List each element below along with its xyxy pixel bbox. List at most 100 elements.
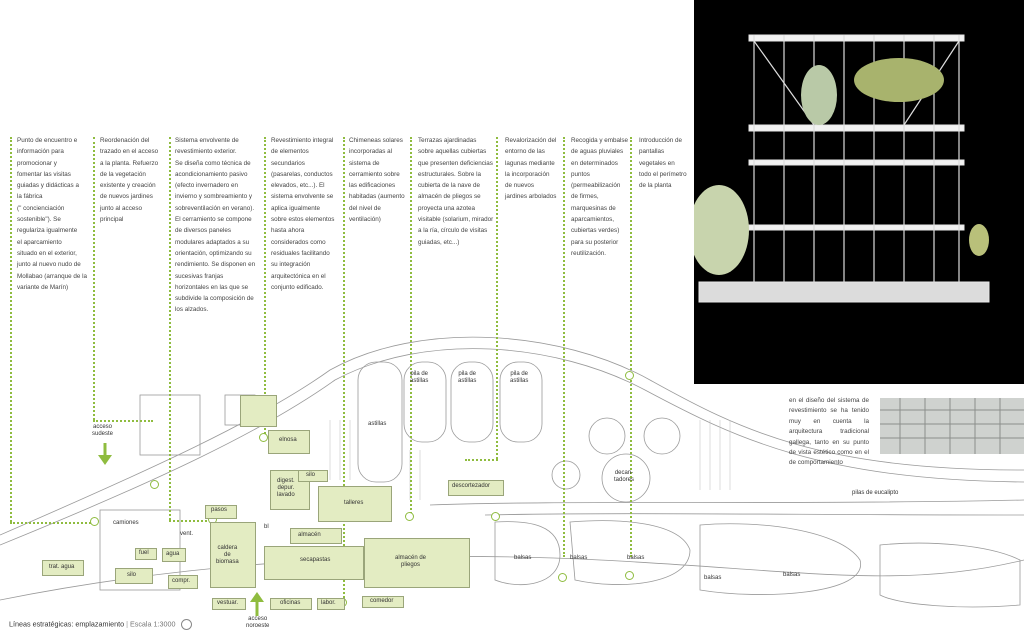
leader-line-1b bbox=[10, 522, 95, 524]
strategy-text-6: Terrazas ajardinadas sobre aquellas cubi… bbox=[418, 137, 494, 246]
label-comedor: comedor bbox=[370, 598, 394, 604]
building-comedor bbox=[362, 596, 404, 608]
strategy-column-9: Introducción de pantallas vegetales en t… bbox=[639, 135, 694, 191]
label-bl: bl bbox=[264, 524, 269, 530]
strategy-text-4: Revestimiento integral de elementos secu… bbox=[271, 137, 335, 291]
leader-line-5 bbox=[343, 137, 345, 602]
strategy-column-1: Punto de encuentro e información para pr… bbox=[17, 135, 92, 293]
building-misc bbox=[240, 395, 277, 427]
building-trat-agua bbox=[42, 560, 84, 576]
building-secapastas bbox=[264, 546, 364, 580]
label-balsas-2: balsas bbox=[570, 555, 588, 561]
strategy-text-7: Revalorización del entorno de las laguna… bbox=[505, 137, 557, 201]
building-oficinas bbox=[270, 598, 312, 610]
label-silo-low: silo bbox=[127, 572, 137, 578]
marker-1 bbox=[90, 517, 99, 526]
label-vestuar: vestuar. bbox=[217, 600, 239, 606]
footer-scale: Escala 1:3000 bbox=[129, 619, 176, 629]
strategy-column-7: Revalorización del entorno de las laguna… bbox=[505, 135, 565, 203]
footer-separator: | bbox=[126, 619, 130, 629]
footer-title: Líneas estratégicas: emplazamiento bbox=[9, 619, 125, 629]
building-almacen bbox=[290, 528, 342, 544]
strategy-column-6: Terrazas ajardinadas sobre aquellas cubi… bbox=[418, 135, 503, 248]
leader-line-4 bbox=[264, 137, 266, 437]
label-digest: digest. depur. lavado bbox=[277, 478, 295, 498]
label-oficinas: oficinas bbox=[280, 600, 301, 606]
label-compr: compr. bbox=[172, 578, 191, 584]
label-agua: agua bbox=[166, 551, 180, 557]
leader-line-2b bbox=[93, 420, 153, 422]
building-labor bbox=[317, 598, 345, 610]
label-silo-top: silo bbox=[306, 472, 316, 478]
label-almacen-pliegos: almacén de pliegos bbox=[395, 555, 427, 568]
strategy-text-8: Recogida y embalse de aguas pluviales en… bbox=[571, 137, 629, 257]
label-labor: labor. bbox=[321, 600, 336, 606]
label-descortezador: descortezador bbox=[452, 483, 491, 489]
strategy-text-2: Reordenación del trazado en el acceso a … bbox=[100, 137, 159, 224]
building-agua bbox=[162, 548, 186, 562]
label-secapastas: secapastas bbox=[300, 557, 331, 563]
building-render-image bbox=[689, 0, 1024, 384]
label-trat-agua: trat. agua bbox=[49, 564, 75, 570]
access-arrow-northwest-icon bbox=[250, 592, 264, 616]
leader-line-2 bbox=[93, 137, 95, 420]
label-elnosa: elnosa bbox=[279, 437, 297, 443]
strategy-text-1: Punto de encuentro e información para pr… bbox=[17, 137, 88, 291]
label-fuel: fuel bbox=[139, 550, 149, 556]
leader-line-7b bbox=[465, 459, 498, 461]
label-decantadores: decan- tadores bbox=[614, 470, 635, 483]
label-balsas-1: balsas bbox=[514, 555, 532, 561]
label-acceso-noroeste: acceso noroeste bbox=[246, 616, 270, 629]
building-silo-low bbox=[115, 568, 153, 584]
render-drawing bbox=[689, 34, 990, 303]
strategy-column-5: Chimeneas solares incorporadas al sistem… bbox=[349, 135, 415, 225]
marker-4 bbox=[259, 433, 268, 442]
label-pilas-eucalipto: pilas de eucalipto bbox=[852, 490, 899, 496]
leader-line-8 bbox=[563, 137, 565, 557]
label-astillas: astillas bbox=[368, 421, 387, 427]
label-talleres: talleres bbox=[344, 500, 364, 506]
marker-2 bbox=[150, 480, 159, 489]
label-pila-3: pila de astillas bbox=[510, 371, 529, 384]
north-arrow-icon bbox=[180, 619, 192, 630]
label-pasos: pasos bbox=[211, 507, 228, 513]
building-caldera bbox=[210, 522, 256, 588]
facade-photo bbox=[880, 398, 1024, 454]
label-vent: vent. bbox=[180, 531, 194, 537]
label-pila-1: pila de astillas bbox=[410, 371, 429, 384]
strategy-column-8: Recogida y embalse de aguas pluviales en… bbox=[571, 135, 637, 259]
label-almacen: almacén bbox=[298, 532, 321, 538]
leader-line-3 bbox=[169, 137, 171, 520]
strategy-column-2: Reordenación del trazado en el acceso a … bbox=[100, 135, 170, 225]
building-fuel bbox=[135, 548, 157, 560]
leader-line-7 bbox=[496, 137, 498, 459]
leader-line-1 bbox=[10, 137, 12, 522]
building-compr bbox=[168, 575, 198, 589]
facade-drawing bbox=[880, 398, 1024, 454]
access-arrow-southeast-icon bbox=[98, 443, 112, 465]
label-balsas-4: balsas bbox=[704, 575, 722, 581]
label-balsas-5: balsas bbox=[783, 572, 801, 578]
building-silo-top bbox=[298, 470, 328, 482]
marker-10 bbox=[625, 571, 634, 580]
label-camiones: camiones bbox=[113, 520, 139, 526]
leader-line-3b bbox=[169, 520, 211, 522]
building-vestuar bbox=[212, 598, 246, 610]
strategy-text-9: Introducción de pantallas vegetales en t… bbox=[639, 137, 687, 190]
marker-8 bbox=[558, 573, 567, 582]
label-pila-2: pila de astillas bbox=[458, 371, 477, 384]
building-descortezador bbox=[448, 480, 504, 496]
strategy-column-4: Revestimiento integral de elementos secu… bbox=[271, 135, 343, 293]
building-talleres bbox=[318, 486, 392, 522]
strategy-text-5: Chimeneas solares incorporadas al sistem… bbox=[349, 137, 405, 224]
building-almacen-pliegos bbox=[364, 538, 470, 588]
leader-line-10 bbox=[630, 137, 632, 374]
label-balsas-3: balsas bbox=[627, 555, 645, 561]
marker-9 bbox=[625, 371, 634, 380]
strategy-text-3: Sistema envolvente de revestimiento exte… bbox=[175, 137, 256, 314]
building-elnosa bbox=[268, 430, 310, 454]
label-acceso-sudeste: acceso sudeste bbox=[92, 424, 114, 437]
marker-7 bbox=[491, 512, 500, 521]
leader-line-6 bbox=[410, 137, 412, 517]
facade-caption: en el diseño del sistema de revestimient… bbox=[789, 397, 869, 467]
